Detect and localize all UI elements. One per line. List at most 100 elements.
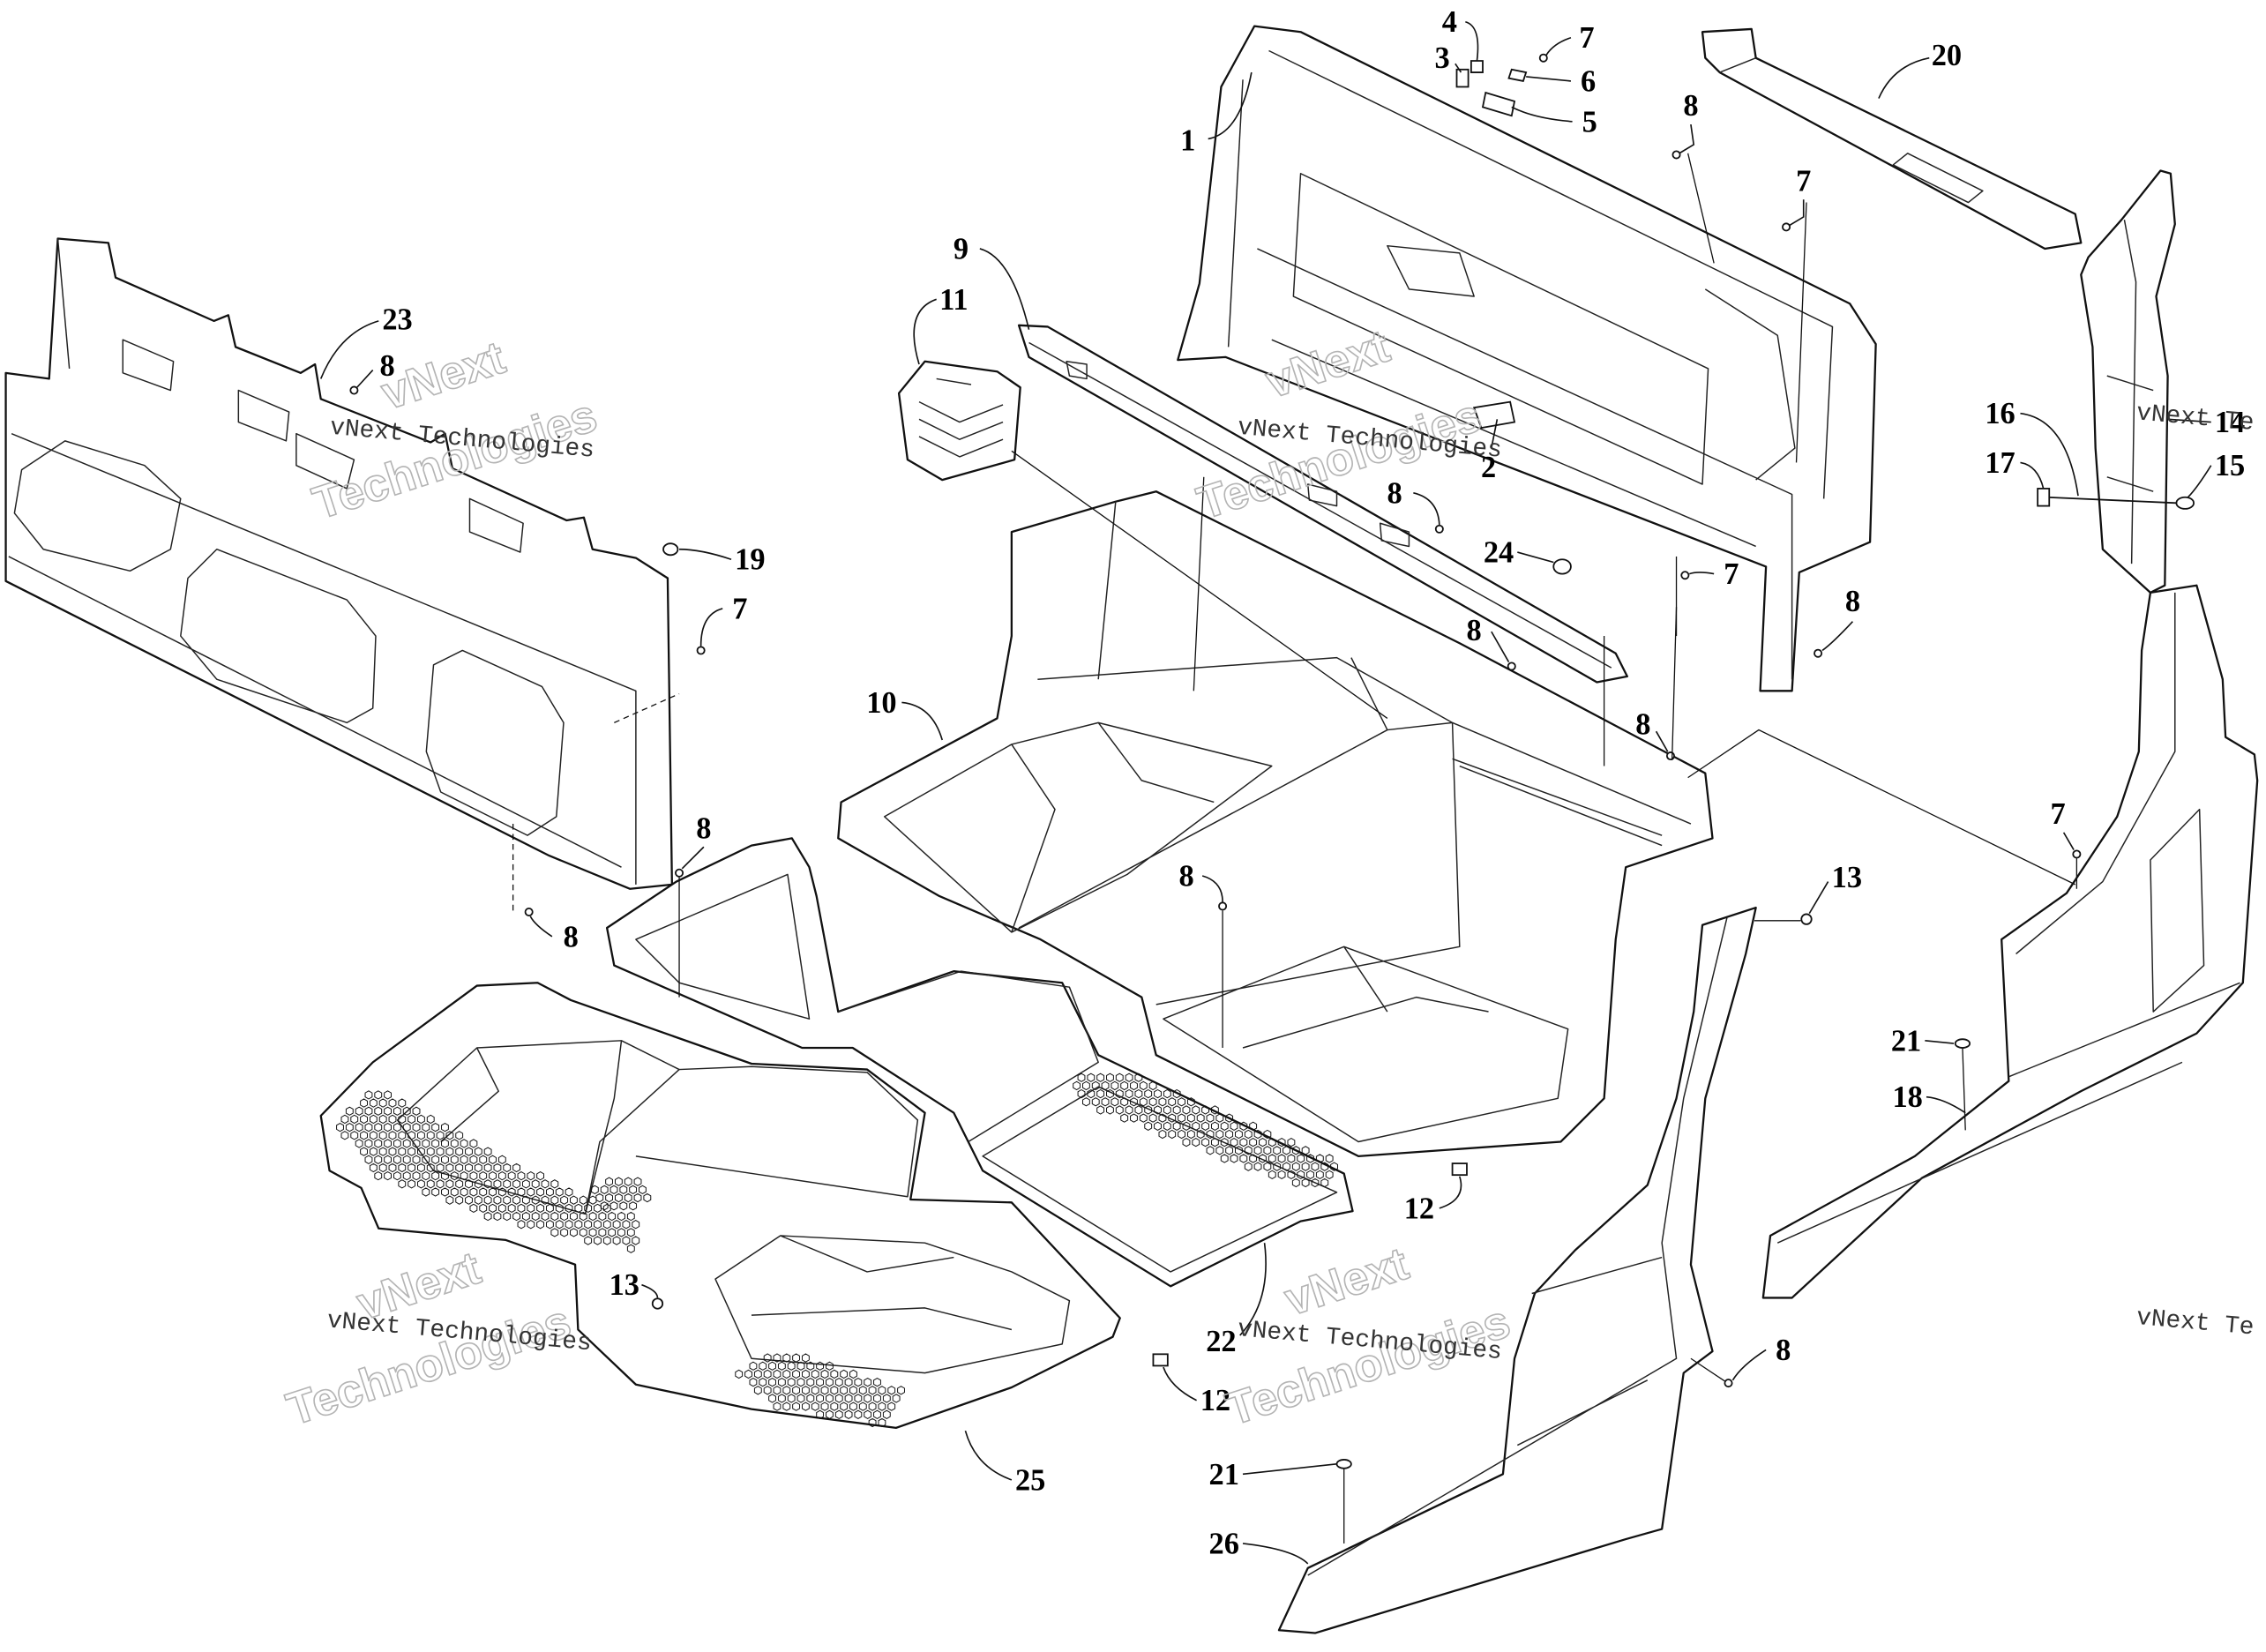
- left-rocker-crease: [1307, 917, 1728, 1576]
- mesh-pad-outline: [897, 360, 1021, 482]
- callout-number: 8: [1776, 1334, 1791, 1367]
- callout-number: 6: [1581, 64, 1596, 98]
- center-floor-left-deck: [635, 873, 811, 1020]
- leader-line: [964, 1430, 1013, 1481]
- screw: [2072, 849, 2082, 859]
- front-floor-right-mat: [714, 1235, 1071, 1374]
- screw: [1782, 222, 1791, 232]
- callout-number: 23: [382, 303, 412, 337]
- leader-line: [1491, 419, 1499, 449]
- cargo-floor-left-mat: [883, 721, 1273, 933]
- part-seat-base-panel: [4, 237, 673, 890]
- cable-loop: [2175, 496, 2195, 510]
- vertical-trim-rib: [2106, 375, 2154, 492]
- leader-line: [641, 1283, 659, 1298]
- washer: [1954, 1038, 1971, 1049]
- front-floor-mesh-small: [590, 1177, 652, 1211]
- callout-number: 8: [1683, 89, 1698, 123]
- dashed-assembly-line: [614, 692, 680, 723]
- leader-line: [1491, 631, 1510, 662]
- callout-number: 21: [1209, 1458, 1239, 1491]
- rear-seat-lower-rail: [1271, 339, 1756, 548]
- screw: [1800, 913, 1813, 925]
- callout-number: 10: [866, 686, 896, 720]
- assembly-line: [1687, 153, 1715, 264]
- leader-line: [1511, 106, 1573, 123]
- part-right-rocker: [1761, 584, 2259, 1299]
- leader-line: [681, 846, 705, 870]
- callout-number: 8: [1845, 585, 1860, 618]
- callout-number: 9: [954, 232, 968, 265]
- rear-seat-backrest: [1292, 173, 1709, 485]
- assembly-lines: [512, 153, 2078, 1544]
- callout-number: 18: [1892, 1080, 1922, 1114]
- cargo-floor-right-mat: [1163, 946, 1569, 1143]
- part-long-strip: [1701, 27, 2083, 250]
- latch-part-6: [1507, 68, 1528, 82]
- leader-line: [913, 298, 937, 365]
- callout-number: 5: [1582, 105, 1597, 138]
- leader-line: [1655, 730, 1669, 752]
- callout-number: 7: [1796, 164, 1811, 198]
- screw: [1671, 150, 1681, 160]
- seat-base-post: [56, 238, 71, 370]
- callout-number: 21: [1891, 1024, 1921, 1058]
- callout-number: 12: [1200, 1384, 1230, 1417]
- callout-number: 7: [1724, 557, 1739, 591]
- bracket-part-2: [1472, 400, 1516, 430]
- front-floor-mesh-bottom: [735, 1353, 905, 1428]
- front-floor-left-mat: [396, 1040, 680, 1215]
- part-cargo-floor: [837, 490, 1714, 1158]
- bracket-edge: [1028, 341, 1612, 669]
- leader-line: [679, 548, 732, 560]
- rear-seat-panel-outline: [1177, 25, 1877, 692]
- leader-line: [1679, 123, 1695, 154]
- clip: [1451, 1162, 1468, 1177]
- latch-part-4: [1470, 60, 1484, 73]
- center-floor-tunnel: [838, 970, 1099, 1143]
- callout-number: 19: [735, 543, 765, 577]
- screw: [1507, 662, 1516, 671]
- grommet: [1552, 558, 1572, 575]
- assembly-line: [1671, 607, 1678, 760]
- leader-line: [1526, 76, 1572, 82]
- leader-line: [1242, 1543, 1309, 1565]
- callout-number: 13: [1832, 861, 1862, 894]
- leader-line: [356, 370, 374, 388]
- callout-number: 8: [564, 920, 579, 953]
- seat-base-front-edge: [11, 432, 637, 885]
- callout-number: 11: [939, 283, 968, 317]
- leader-line: [2020, 461, 2045, 490]
- watermark-logo: vNext: [376, 333, 512, 420]
- leader-line: [319, 320, 379, 379]
- leader-line: [1413, 492, 1440, 525]
- assembly-line: [1687, 729, 2076, 886]
- screw: [349, 385, 359, 395]
- cable: [2045, 496, 2177, 505]
- callout-number: 8: [1179, 859, 1194, 893]
- assembly-line: [1193, 476, 1205, 691]
- screw: [651, 1297, 664, 1310]
- screw: [1665, 751, 1675, 761]
- callout-numbers: 1 2 3 4 5 6 7 8 20 7 9 11 23 8 16 14 17 …: [379, 5, 2245, 1560]
- center-floor-outline: [605, 837, 1354, 1288]
- seat-base-panel-outline: [4, 237, 673, 890]
- watermark-logo: vNext: [1279, 1238, 1415, 1326]
- cable-clip: [2037, 488, 2051, 507]
- long-strip-slot: [1892, 153, 1984, 204]
- leader-line: [1788, 199, 1805, 227]
- center-floor-right-deck: [982, 1086, 1338, 1273]
- part-center-floor: [605, 837, 1354, 1288]
- callout-number: 20: [1932, 39, 1962, 72]
- part-mesh-pad: [897, 360, 1021, 482]
- part-front-floor: [319, 982, 1121, 1430]
- rear-seat-cushion-side: [1704, 288, 1796, 481]
- washer: [1335, 1459, 1352, 1469]
- screw: [1724, 1379, 1733, 1388]
- callout-number: 7: [2050, 797, 2065, 831]
- part-bracket: [1017, 324, 1628, 684]
- latch-plate-5: [1481, 91, 1516, 117]
- leader-line: [1808, 881, 1829, 915]
- leader-line: [1455, 63, 1462, 73]
